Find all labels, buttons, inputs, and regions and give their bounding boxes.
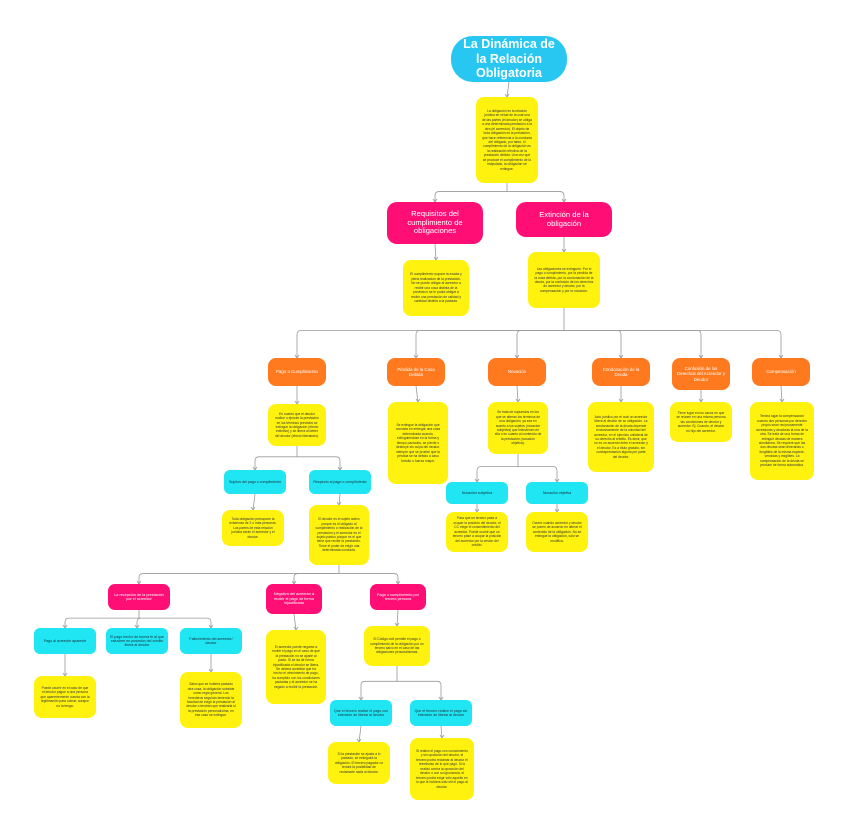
connector-line	[296, 330, 564, 358]
nov-subjetiva-node[interactable]: Novación subjetiva	[446, 482, 508, 504]
tercero-sin-desc-node: Si realizó el pago con conocimiento y si…	[410, 738, 474, 800]
negativa-node[interactable]: Negativa del acreedor a recibir el pago …	[266, 584, 322, 614]
pago-tercero-node[interactable]: Pago o cumplimiento por tercera persona	[370, 584, 426, 610]
connector-line	[506, 81, 510, 98]
connector-line	[564, 330, 622, 358]
connector-line	[476, 466, 518, 482]
connector-line	[516, 330, 564, 358]
connector-line	[297, 456, 341, 470]
extincion-node[interactable]: Extinción de la obligación	[516, 202, 612, 237]
connector-line	[434, 243, 437, 261]
compensacion-node[interactable]: Compensación	[752, 358, 810, 386]
requisitos-desc-node: El cumplimiento supone la exacta y plena…	[403, 260, 469, 316]
connector-line	[360, 680, 397, 700]
novacion-node[interactable]: Novación	[488, 358, 546, 386]
condonacion-node[interactable]: Condonación de la Deuda	[592, 358, 650, 386]
connector-line	[252, 493, 256, 511]
connector-line	[358, 725, 362, 743]
connector-line	[415, 330, 564, 358]
respecto-desc-node: El deudor es el sujeto activo porque es …	[309, 505, 369, 565]
tercero-sin-node[interactable]: Que el tercero realice el pago sin inten…	[410, 700, 472, 726]
pago-aparente-node[interactable]: Pago al acreedor aparente	[34, 628, 96, 654]
connector-line	[293, 613, 297, 631]
pago-tercero-desc-node: El Código civil permite el pago o cumpli…	[364, 626, 430, 666]
connector-line	[564, 330, 782, 358]
respecto-node[interactable]: Respecto al pago o cumplimiento	[309, 470, 371, 494]
confusion-desc-node: Tiene lugar en los casos en que se reúne…	[670, 402, 732, 442]
connector-line	[139, 617, 212, 628]
compensacion-desc-node: Tendrá lugar la compensación cuando dos …	[750, 402, 814, 480]
fallecimiento-node[interactable]: Fallecimiento del acreedor/ deudor	[180, 628, 242, 654]
novacion-desc-node: Se trata de supuestos en los que se alte…	[488, 402, 548, 454]
perdida-desc-node: Se extingue la obligación que consista e…	[388, 402, 448, 484]
extincion-desc-node: Las obligaciones se extinguen: Por el pa…	[528, 252, 600, 308]
connector-line	[564, 330, 702, 358]
tercero-con-node[interactable]: Que el tercero realice el pago con inten…	[330, 700, 392, 726]
nov-objetiva-desc-node: Ocurre cuando acreedor y deudor se ponen…	[526, 512, 588, 552]
connector-line	[507, 191, 565, 202]
negativa-desc-node: El acreedor puede negarse a recibir el p…	[266, 630, 326, 704]
nov-subjetiva-desc-node: Para que un tercero pase a ocupar la pos…	[446, 512, 508, 552]
sujetos-node[interactable]: Sujetos del pago o cumplimiento	[224, 470, 286, 494]
pago-aparente-desc-node: Puede ocurrir en el caso de que el deudo…	[34, 676, 96, 718]
pago-desc-node: En cuanto que el deudor realice o ejecut…	[268, 404, 326, 446]
main-title-node[interactable]: La Dinámica de la Relación Obligatoria	[451, 36, 567, 82]
connector-line	[434, 191, 507, 202]
perdida-node[interactable]: Pérdida de la Cosa Debida	[387, 358, 445, 386]
connector-line	[138, 573, 339, 584]
connector-line	[516, 385, 519, 403]
connector-line	[396, 609, 399, 627]
connector-line	[339, 573, 399, 584]
connector-line	[64, 617, 139, 628]
nov-objetiva-node[interactable]: Novación objetiva	[526, 482, 588, 504]
connector-line	[415, 385, 419, 403]
pago-node[interactable]: Pago o Cumplimiento	[268, 358, 326, 386]
connector-line	[440, 725, 443, 739]
connector-line	[254, 456, 297, 470]
recepcion-node[interactable]: La recepción de la prestación por el acr…	[108, 584, 170, 610]
requisitos-node[interactable]: Requisitos del cumplimiento de obligacio…	[387, 202, 483, 244]
confusion-node[interactable]: Confusión de los Derechos del Acreedor y…	[672, 358, 730, 390]
main-desc-node: La obligación es la relación jurídica en…	[476, 97, 538, 183]
fallecimiento-desc-node: Salvo que se hubiera pactado otra cosa, …	[180, 672, 242, 728]
connector-line	[518, 466, 558, 482]
sujetos-desc-node: Toda obligación presupone la existencia …	[222, 510, 284, 546]
connector-line	[780, 385, 783, 403]
condonacion-desc-node: Acto jurídico por el cual un acreedor li…	[588, 402, 654, 472]
connector-line	[293, 573, 339, 584]
pago-hecho-node[interactable]: El pago hecho de buena fe al que estuvie…	[106, 628, 168, 654]
connector-line	[397, 680, 442, 700]
tercero-con-desc-node: Si la prestación se ajusta a lo pactado,…	[328, 742, 390, 784]
connector-line	[338, 493, 341, 506]
